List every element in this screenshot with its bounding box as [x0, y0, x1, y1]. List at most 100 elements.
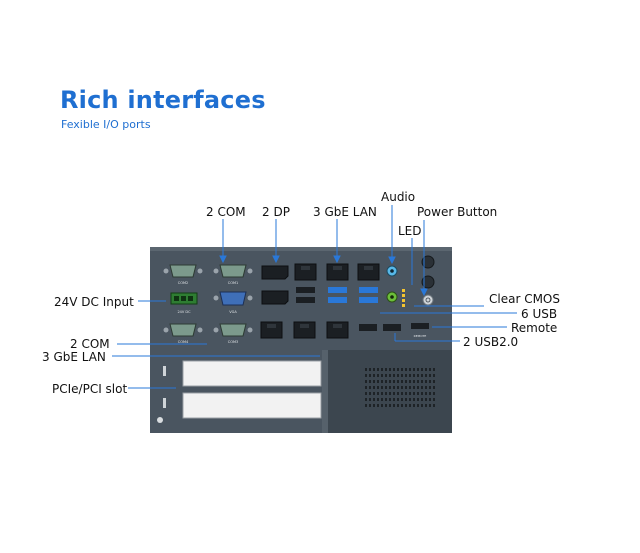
- vent-hole: [385, 380, 387, 383]
- dp-port-2: [261, 290, 289, 305]
- expansion-box: [322, 350, 452, 433]
- vent-hole: [369, 404, 371, 407]
- vent-hole: [373, 398, 375, 401]
- vent-hole: [417, 404, 419, 407]
- vent-hole: [381, 392, 383, 395]
- vent-hole: [381, 386, 383, 389]
- remote-connector: [411, 323, 429, 329]
- expansion-box-edge: [322, 350, 328, 433]
- vent-hole: [385, 386, 387, 389]
- vent-hole: [397, 374, 399, 377]
- power-button[interactable]: [422, 294, 434, 306]
- vent-hole: [417, 368, 419, 371]
- vent-hole: [373, 392, 375, 395]
- vent-hole: [389, 398, 391, 401]
- vent-hole: [393, 386, 395, 389]
- vent-hole: [389, 374, 391, 377]
- vent-hole: [385, 398, 387, 401]
- label-audio: Audio: [381, 190, 416, 204]
- vent-hole: [425, 404, 427, 407]
- remote-mark: REMOTE: [414, 334, 427, 338]
- label-com-top: 2 COM: [206, 205, 246, 219]
- usb-port-3: [328, 287, 347, 293]
- usb-port-5: [359, 287, 378, 293]
- vent-hole: [425, 392, 427, 395]
- vent-hole: [381, 380, 383, 383]
- vent-hole: [393, 404, 395, 407]
- vent-hole: [365, 404, 367, 407]
- vent-hole: [369, 368, 371, 371]
- vent-hole: [417, 374, 419, 377]
- vent-hole: [405, 404, 407, 407]
- vent-hole: [413, 368, 415, 371]
- vent-hole: [381, 404, 383, 407]
- vent-hole: [429, 368, 431, 371]
- led-indicators: [402, 289, 405, 307]
- vent-hole: [377, 398, 379, 401]
- dc-mark: 24V DC: [177, 310, 191, 314]
- vent-hole: [369, 398, 371, 401]
- vent-hole: [417, 380, 419, 383]
- vent-hole: [429, 392, 431, 395]
- vent-hole: [425, 368, 427, 371]
- label-usb6: 6 USB: [521, 307, 558, 321]
- lan-port-bottom-1: [260, 321, 283, 339]
- page-title: Rich interfaces: [60, 86, 266, 114]
- com-port-2: [213, 264, 253, 278]
- vent-hole: [421, 386, 423, 389]
- label-dc-input: 24V DC Input: [54, 295, 134, 309]
- vent-hole: [433, 398, 435, 401]
- vent-hole: [409, 398, 411, 401]
- com2-mark: COM2: [178, 281, 188, 285]
- label-pcie: PCIe/PCI slot: [52, 382, 128, 396]
- vent-hole: [377, 386, 379, 389]
- audio-jack-hole-2: [390, 295, 394, 299]
- vent-hole: [433, 386, 435, 389]
- usb2-port-2: [383, 324, 401, 331]
- com4-mark: COM4: [178, 340, 189, 344]
- vent-hole: [397, 392, 399, 395]
- vent-hole: [385, 374, 387, 377]
- vent-hole: [365, 380, 367, 383]
- vent-hole: [373, 386, 375, 389]
- lan-port-top-3: [357, 263, 380, 281]
- vent-hole: [377, 380, 379, 383]
- pcie-slot-1: [182, 360, 322, 387]
- usb2-port-1: [359, 324, 377, 331]
- vent-hole: [397, 398, 399, 401]
- chassis-top-edge: [150, 247, 452, 251]
- vent-hole: [413, 398, 415, 401]
- com-port-4: [213, 323, 253, 337]
- vent-hole: [421, 380, 423, 383]
- label-dp: 2 DP: [262, 205, 290, 219]
- vent-hole: [405, 386, 407, 389]
- vent-hole: [417, 386, 419, 389]
- dc-input-connector: [170, 292, 198, 305]
- vent-hole: [365, 374, 367, 377]
- vent-hole: [373, 404, 375, 407]
- vent-hole: [385, 404, 387, 407]
- lan-port-top-1: [294, 263, 317, 281]
- vent-hole: [389, 368, 391, 371]
- label-remote: Remote: [511, 321, 558, 335]
- vent-hole: [409, 380, 411, 383]
- vent-hole: [409, 368, 411, 371]
- vent-hole: [381, 398, 383, 401]
- vent-hole: [413, 392, 415, 395]
- vent-hole: [365, 368, 367, 371]
- vent-hole: [365, 398, 367, 401]
- vent-hole: [405, 392, 407, 395]
- vent-hole: [425, 374, 427, 377]
- vent-hole: [425, 398, 427, 401]
- usb-port-1: [296, 287, 315, 293]
- usb-port-6: [359, 297, 378, 303]
- vent-hole: [397, 404, 399, 407]
- audio-jack-hole-1: [390, 269, 394, 273]
- vent-hole: [405, 380, 407, 383]
- vent-hole: [413, 374, 415, 377]
- vent-hole: [393, 368, 395, 371]
- vent-hole: [409, 392, 411, 395]
- usb-port-4: [328, 297, 347, 303]
- vent-hole: [413, 386, 415, 389]
- label-com-bottom: 2 COM: [70, 337, 110, 351]
